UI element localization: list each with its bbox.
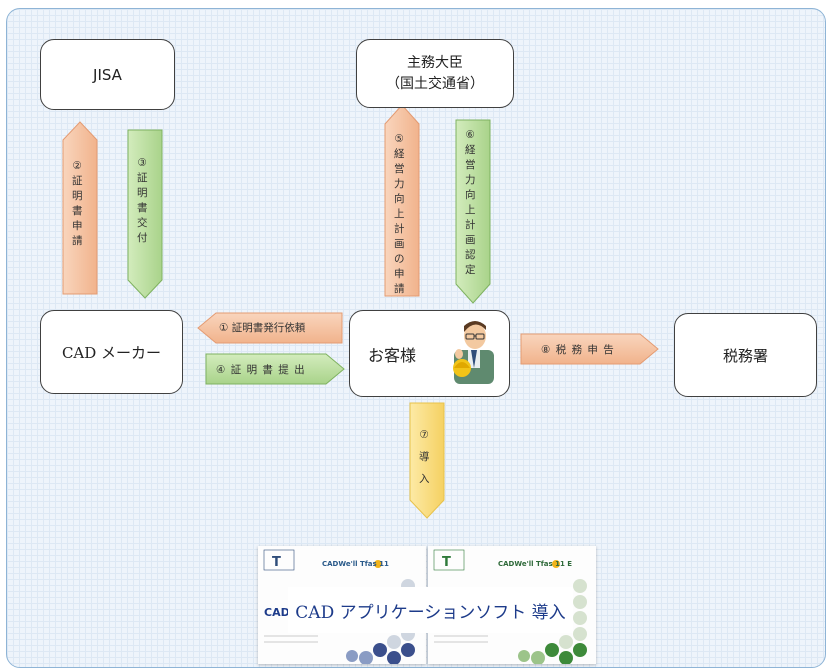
node-customer-label: お客様 — [368, 345, 417, 365]
arrow-3-shape — [127, 129, 163, 299]
arrow-4-label: ④ 証 明 書 提 出 — [216, 364, 306, 376]
node-minister: 主務大臣 （国土交通省） — [356, 39, 514, 108]
arrow-2-shape — [62, 121, 98, 295]
arrow-8-shape — [520, 333, 659, 365]
arrow-5-shape — [384, 104, 420, 297]
svg-text:T: T — [442, 555, 451, 570]
arrow-1-label: ① 証明書発行依頼 — [219, 322, 306, 334]
node-tax-office: 税務署 — [674, 313, 817, 397]
node-cad-maker-label: CAD メーカー — [61, 343, 162, 362]
cover-left-brand: CADWe'll Tfas 11 — [322, 560, 389, 568]
arrow-2-label: ② 証 明 書 申 請 — [72, 160, 83, 247]
arrow-6-label: ⑥ 経 営 力 向 上 計 画 認 定 — [465, 129, 476, 276]
node-jisa-label: JISA — [93, 65, 122, 84]
arrow-7-label: ⑦ 導 入 — [419, 429, 430, 485]
cover-right-brand: CADWe'll Tfas 11 E — [498, 560, 573, 568]
arrow-7-shape — [409, 402, 445, 519]
node-jisa: JISA — [40, 39, 175, 110]
svg-text:CAD: CAD — [264, 606, 290, 619]
product-banner: CAD アプリケーションソフト 導入 — [288, 587, 573, 633]
arrow-8-label: ⑧ 税 務 申 告 — [541, 344, 615, 356]
node-minister-line2: （国土交通省） — [386, 75, 484, 92]
node-minister-line1: 主務大臣 — [407, 54, 463, 71]
arrow-4-shape — [205, 353, 345, 385]
arrow-3-label: ③ 証 明 書 交 付 — [137, 157, 148, 244]
customer-person-icon — [453, 321, 494, 384]
arrow-1-shape — [197, 312, 343, 344]
node-tax-office-label: 税務署 — [722, 346, 768, 365]
node-cad-maker: CAD メーカー — [40, 310, 183, 394]
svg-text:T: T — [272, 555, 281, 570]
arrow-6-shape — [455, 119, 491, 304]
arrow-5-label: ⑤ 経 営 力 向 上 計 画 の 申 請 — [394, 133, 405, 295]
